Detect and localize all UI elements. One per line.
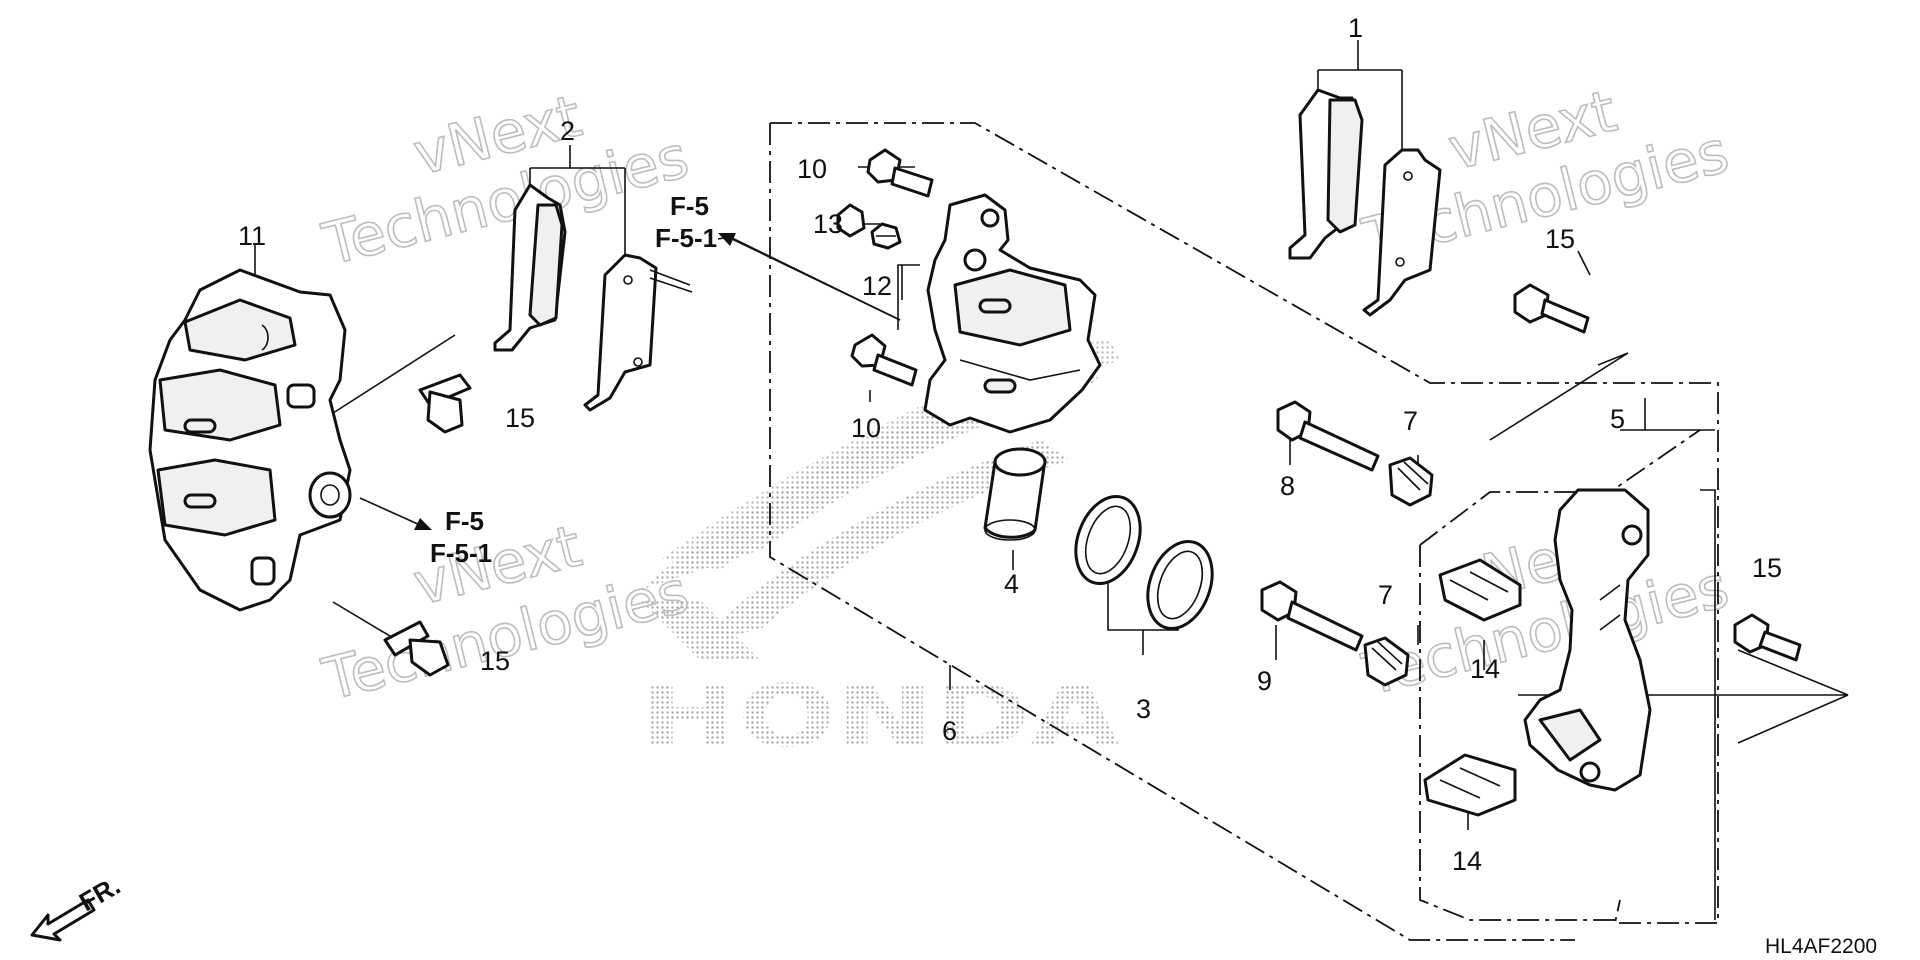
callout-10-upper: 10 xyxy=(797,154,827,184)
part-6-caliper-housing xyxy=(923,193,1102,434)
bracket-assembly-outline xyxy=(1419,429,1701,921)
callout-11: 11 xyxy=(238,221,266,251)
callout-14-upper: 14 xyxy=(1470,654,1500,684)
part-3-piston-seal-set xyxy=(1074,494,1214,631)
part-8-pin-bolt xyxy=(1276,400,1380,472)
callout-15-left-upper: 15 xyxy=(505,403,535,433)
honda-logo-text: HONDA xyxy=(640,667,1121,767)
callout-9: 9 xyxy=(1257,666,1272,696)
callout-10-lower: 10 xyxy=(851,413,881,443)
callout-6: 6 xyxy=(942,716,957,746)
reference-lower-line2[interactable]: F-5-1 xyxy=(430,538,492,568)
callout-7-upper: 7 xyxy=(1403,406,1418,436)
callout-7-lower: 7 xyxy=(1378,580,1393,610)
callout-5: 5 xyxy=(1610,404,1625,434)
part-15-bolt-right xyxy=(1733,613,1802,662)
callout-12: 12 xyxy=(862,271,892,301)
callout-14-lower: 14 xyxy=(1452,846,1482,876)
part-12-bleeder-valve xyxy=(870,222,902,250)
part-5-caliper-bracket xyxy=(1523,488,1652,792)
part-9-pin-bolt xyxy=(1260,580,1364,652)
callout-3: 3 xyxy=(1136,694,1151,724)
reference-arrow-upper xyxy=(718,233,901,321)
front-direction-arrow: FR. xyxy=(30,870,125,942)
caliper-assembly-outline xyxy=(769,122,1719,941)
part-13-bleeder-cap xyxy=(836,203,866,238)
callout-15-right-upper: 15 xyxy=(1545,224,1575,254)
part-10-bolt-lower xyxy=(850,333,918,387)
part-7-pin-boot-lower xyxy=(1363,636,1410,687)
watermark-left-bottom: vNext Technologies xyxy=(315,511,696,715)
part-14-pad-spring-upper xyxy=(1438,558,1522,622)
reference-upper-line1[interactable]: F-5 xyxy=(670,191,709,221)
reference-arrow-lower xyxy=(359,497,432,530)
part-4-caliper-piston xyxy=(983,447,1047,541)
part-10-bolt-upper xyxy=(866,148,934,198)
callout-13: 13 xyxy=(813,209,843,239)
part-11-caliper-body xyxy=(148,268,352,612)
part-15-bolt-lower-left xyxy=(383,620,450,677)
callout-1: 1 xyxy=(1348,13,1363,43)
part-14-pad-spring-lower xyxy=(1423,753,1517,817)
diagram-code: HL4AF2200 xyxy=(1765,935,1877,958)
part-1-brake-pad-set xyxy=(1288,88,1442,317)
part-15-bolt-upper-right xyxy=(1513,283,1590,334)
part-7-pin-boot-upper xyxy=(1388,456,1434,507)
callout-15-right: 15 xyxy=(1752,553,1782,583)
callout-4: 4 xyxy=(1004,569,1019,599)
callout-2: 2 xyxy=(560,116,575,146)
watermark-left-top: vNext Technologies xyxy=(315,81,696,280)
watermark-right-bottom: vNext Technologies xyxy=(1355,511,1736,710)
reference-lower-line1[interactable]: F-5 xyxy=(445,506,484,536)
callout-8: 8 xyxy=(1280,471,1295,501)
part-2-brake-pad-set xyxy=(493,183,693,412)
callout-15-left-lower: 15 xyxy=(480,646,510,676)
reference-upper-line2[interactable]: F-5-1 xyxy=(655,223,717,253)
part-15-bolt-upper-left xyxy=(418,373,472,434)
